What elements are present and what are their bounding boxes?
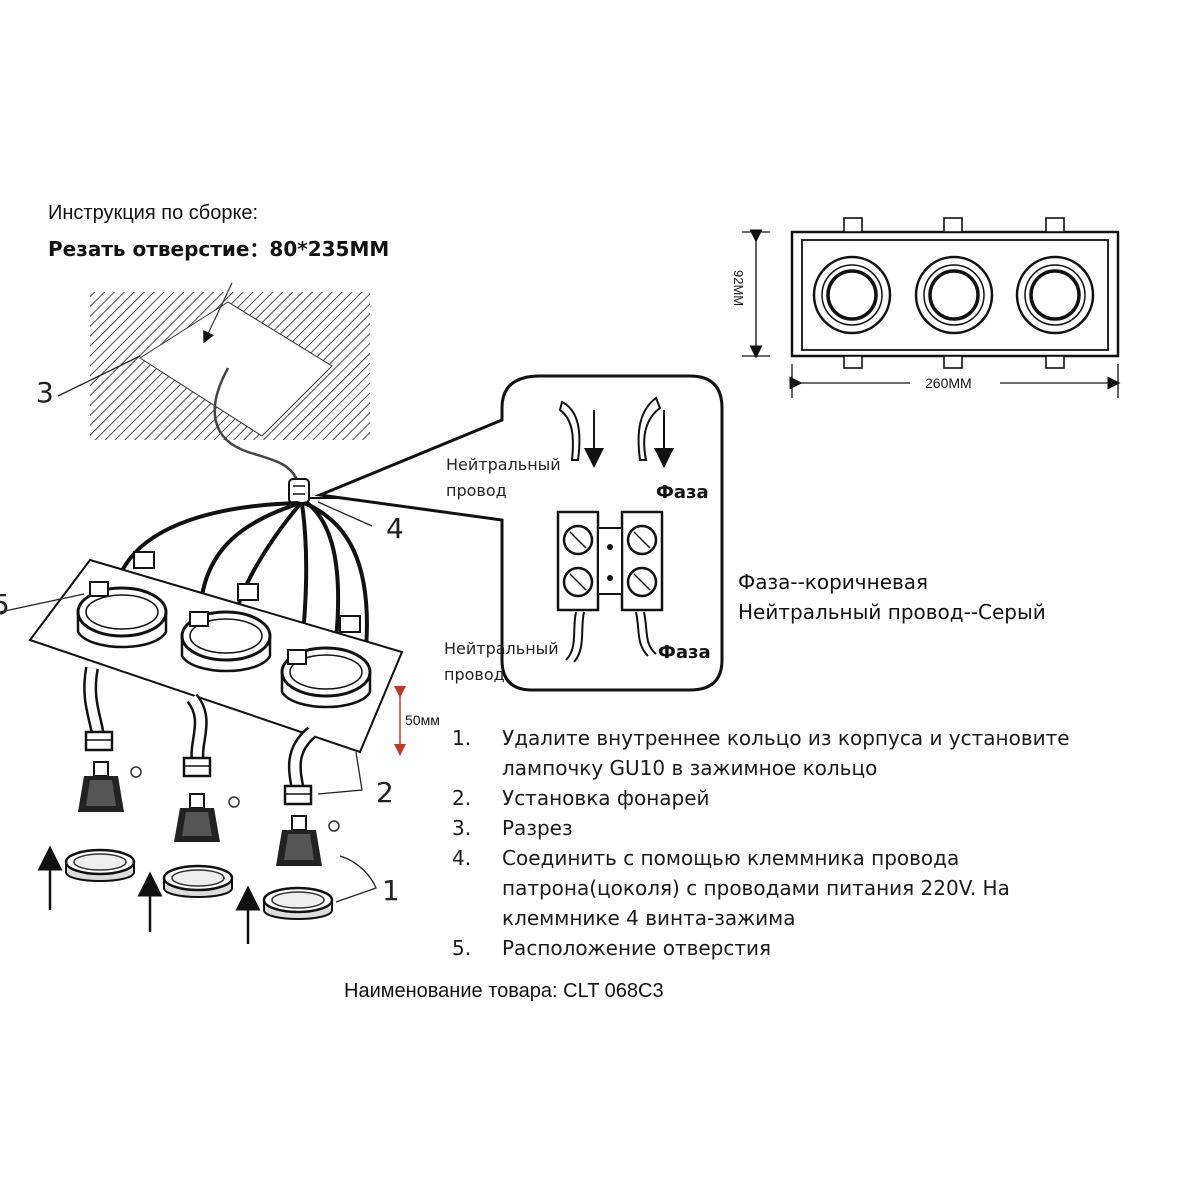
bulb-2 — [174, 793, 240, 842]
callout-5: 5 — [0, 588, 10, 621]
clamp-ring-2 — [137, 864, 234, 932]
step-text: Установка фонарей — [502, 786, 710, 810]
wire-ends-bottom — [565, 611, 657, 663]
step-text: Разрез — [502, 816, 573, 840]
lamp-ring-3 — [280, 615, 372, 709]
neutral-wire-label-top: Нейтральный провод — [446, 455, 561, 500]
phase-label-bottom: Фаза — [658, 642, 711, 663]
assembly-steps: 1. Удалите внутреннее кольцо из корпуса … — [452, 723, 1092, 963]
clamp-ring-1 — [37, 845, 136, 910]
socket-2 — [182, 693, 212, 778]
step-number: 1. — [452, 726, 472, 750]
socket-1 — [83, 666, 114, 752]
step-text: Удалите внутреннее кольцо из корпуса и у… — [502, 726, 1070, 780]
step-text: Соединить с помощью клеммника провода па… — [502, 846, 1010, 930]
instruction-title: Инструкция по сборке: — [48, 202, 259, 224]
step-number: 5. — [452, 936, 472, 960]
bulb-1 — [78, 761, 142, 812]
fixture-housing — [0, 551, 404, 754]
clamp-rings — [37, 845, 377, 944]
callout-4: 4 — [386, 512, 404, 545]
step-item: 1. Удалите внутреннее кольцо из корпуса … — [452, 723, 1092, 783]
cut-hole-size: Резать отверстие：80*235MM — [48, 237, 390, 261]
height-label: 92MM — [731, 270, 746, 307]
callout-3: 3 — [36, 376, 54, 409]
callout-2: 2 — [376, 776, 394, 809]
neutral-color-note: Нейтральный провод--Серый — [738, 600, 1046, 624]
lamp-ring-1 — [76, 551, 168, 649]
depth-label: 50мм — [405, 712, 440, 728]
step-number: 4. — [452, 846, 472, 870]
product-name: Наименование товара: CLT 068C3 — [344, 980, 664, 1002]
bulb-3 — [276, 815, 340, 866]
phase-color-note: Фаза--коричневая — [738, 570, 929, 594]
step-item: 4. Соединить с помощью клеммника провода… — [452, 843, 1092, 933]
step-item: 5. Расположение отверстия — [452, 933, 1092, 963]
step-number: 3. — [452, 816, 472, 840]
wire-ends-top — [558, 396, 674, 468]
clamp-ring-3 — [235, 885, 334, 944]
callout-1: 1 — [382, 874, 400, 907]
lamp-sockets — [83, 666, 363, 806]
terminal-block — [556, 510, 664, 612]
step-text: Расположение отверстия — [502, 936, 772, 960]
step-item: 2. Установка фонарей — [452, 783, 1092, 813]
width-label: 260MM — [925, 375, 972, 391]
ceiling-cutout-illustration — [57, 282, 370, 483]
wiring-detail-bubble — [314, 374, 724, 692]
gu10-bulbs — [78, 761, 340, 866]
phase-label-top: Фаза — [656, 482, 709, 503]
top-view-drawing — [742, 217, 1121, 398]
neutral-wire-label-bottom: Нейтральный провод — [444, 639, 559, 684]
step-number: 2. — [452, 786, 472, 810]
lamp-ring-2 — [180, 583, 272, 673]
step-item: 3. Разрез — [452, 813, 1092, 843]
socket-3 — [283, 726, 317, 806]
